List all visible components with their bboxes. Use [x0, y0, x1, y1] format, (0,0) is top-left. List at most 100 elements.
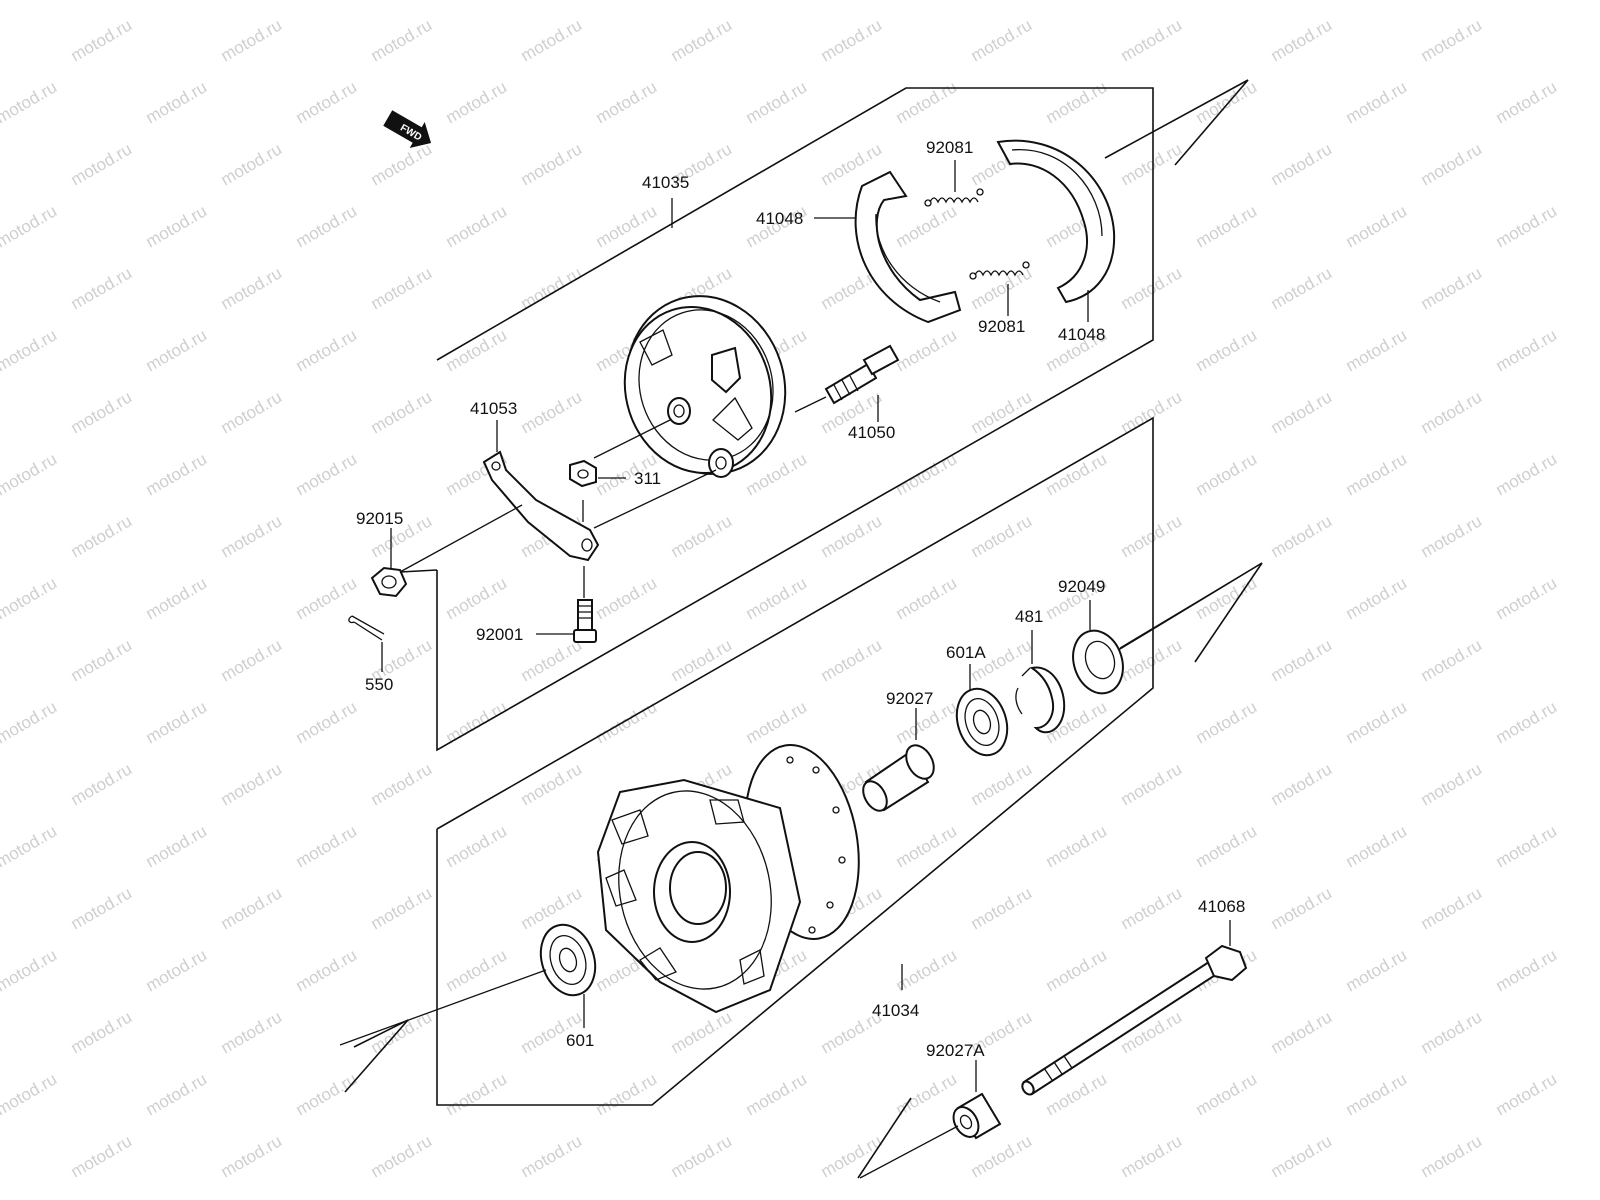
watermark-text: motod.ru — [293, 697, 361, 747]
watermark-text: motod.ru — [68, 883, 136, 933]
watermark-text: motod.ru — [593, 573, 661, 623]
watermark-text: motod.ru — [1493, 0, 1561, 3]
watermark-text: motod.ru — [293, 573, 361, 623]
watermark-text: motod.ru — [743, 1069, 811, 1119]
watermark-text: motod.ru — [143, 0, 211, 3]
label-41035: 41035 — [642, 173, 689, 192]
watermark-text: motod.ru — [143, 1069, 211, 1119]
watermark-text: motod.ru — [1193, 201, 1261, 251]
collar-92027A — [952, 1092, 1002, 1140]
watermark-text: motod.ru — [293, 77, 361, 127]
watermark-text: motod.ru — [518, 1131, 586, 1181]
watermark-text: motod.ru — [1493, 449, 1561, 499]
watermark-text: motod.ru — [293, 0, 361, 3]
watermark-text: motod.ru — [368, 15, 436, 65]
label-92015: 92015 — [356, 509, 403, 528]
watermark-text: motod.ru — [968, 1131, 1036, 1181]
watermark-text: motod.ru — [1493, 573, 1561, 623]
watermark-text: motod.ru — [218, 139, 286, 189]
watermark-text: motod.ru — [1493, 201, 1561, 251]
label-311: 311 — [634, 469, 661, 488]
wheel-hub — [596, 744, 860, 1014]
watermark-text: motod.ru — [1418, 759, 1486, 809]
watermark-text: motod.ru — [1268, 139, 1336, 189]
watermark-text: motod.ru — [68, 139, 136, 189]
watermark-text: motod.ru — [818, 635, 886, 685]
watermark-text: motod.ru — [368, 263, 436, 313]
watermark-text: motod.ru — [368, 1007, 436, 1057]
spring-bottom — [969, 261, 1030, 280]
watermark-text: motod.ru — [0, 0, 60, 3]
watermark-text: motod.ru — [443, 201, 511, 251]
watermark-text: motod.ru — [0, 945, 60, 995]
watermark-text: motod.ru — [518, 759, 586, 809]
watermark-text: motod.ru — [218, 635, 286, 685]
watermark-text: motod.ru — [293, 945, 361, 995]
watermark-text: motod.ru — [143, 201, 211, 251]
cotter-pin-550 — [348, 615, 385, 641]
upper-assembly-frame — [399, 79, 1249, 752]
watermark-text: motod.ru — [968, 883, 1036, 933]
bolt-92001 — [573, 599, 597, 643]
label-41068: 41068 — [1198, 897, 1245, 916]
watermark-text: motod.ru — [1418, 139, 1486, 189]
watermark-text: motod.ru — [1268, 759, 1336, 809]
watermark-text: motod.ru — [143, 697, 211, 747]
label-601A: 601A — [946, 643, 986, 662]
watermark-text: motod.ru — [68, 511, 136, 561]
watermark-text: motod.ru — [893, 325, 961, 375]
label-92027A: 92027A — [926, 1041, 985, 1060]
spring-top — [924, 188, 984, 207]
watermark-text: motod.ru — [68, 1131, 136, 1181]
watermark-text: motod.ru — [143, 325, 211, 375]
watermark-text: motod.ru — [1418, 387, 1486, 437]
label-92027: 92027 — [886, 689, 933, 708]
watermark-text: motod.ru — [143, 449, 211, 499]
watermark-text: motod.ru — [1343, 821, 1411, 871]
watermark-text: motod.ru — [1043, 945, 1111, 995]
watermark-text: motod.ru — [1418, 15, 1486, 65]
watermark-text: motod.ru — [593, 201, 661, 251]
watermark-text: motod.ru — [1268, 883, 1336, 933]
watermark-text: motod.ru — [743, 77, 811, 127]
watermark-text: motod.ru — [1493, 821, 1561, 871]
watermark-text: motod.ru — [368, 139, 436, 189]
watermark-text: motod.ru — [143, 945, 211, 995]
label-601: 601 — [566, 1031, 594, 1050]
label-92081-top: 92081 — [926, 138, 973, 157]
axle-41068 — [1021, 944, 1248, 1096]
watermark-text: motod.ru — [1418, 1007, 1486, 1057]
watermark-text: motod.ru — [743, 697, 811, 747]
watermark-text: motod.ru — [0, 1069, 60, 1119]
watermark-text: motod.ru — [68, 635, 136, 685]
watermark-text: motod.ru — [68, 387, 136, 437]
watermark-text: motod.ru — [1043, 821, 1111, 871]
watermark-text: motod.ru — [218, 263, 286, 313]
watermark-text: motod.ru — [968, 759, 1036, 809]
watermark-text: motod.ru — [1193, 325, 1261, 375]
watermark-text: motod.ru — [218, 759, 286, 809]
watermark-text: motod.ru — [443, 77, 511, 127]
watermark-text: motod.ru — [368, 759, 436, 809]
watermark-text: motod.ru — [368, 883, 436, 933]
watermark-text: motod.ru — [593, 0, 661, 3]
watermark-text: motod.ru — [1118, 1131, 1186, 1181]
watermark-text: motod.ru — [1493, 325, 1561, 375]
watermark-text: motod.ru — [1343, 573, 1411, 623]
watermark-text: motod.ru — [1268, 387, 1336, 437]
watermark-text: motod.ru — [1043, 77, 1111, 127]
watermark-text: motod.ru — [1268, 263, 1336, 313]
watermark-text: motod.ru — [668, 1131, 736, 1181]
watermark-text: motod.ru — [518, 883, 586, 933]
watermark-text: motod.ru — [893, 201, 961, 251]
watermark-text: motod.ru — [1193, 77, 1261, 127]
label-481: 481 — [1015, 607, 1043, 626]
watermark-text: motod.ru — [518, 635, 586, 685]
watermark-text: motod.ru — [1268, 1007, 1336, 1057]
watermark-text: motod.ru — [1493, 945, 1561, 995]
label-41048-left: 41048 — [756, 209, 803, 228]
watermark-text: motod.ru — [1493, 1069, 1561, 1119]
label-41048-right: 41048 — [1058, 325, 1105, 344]
